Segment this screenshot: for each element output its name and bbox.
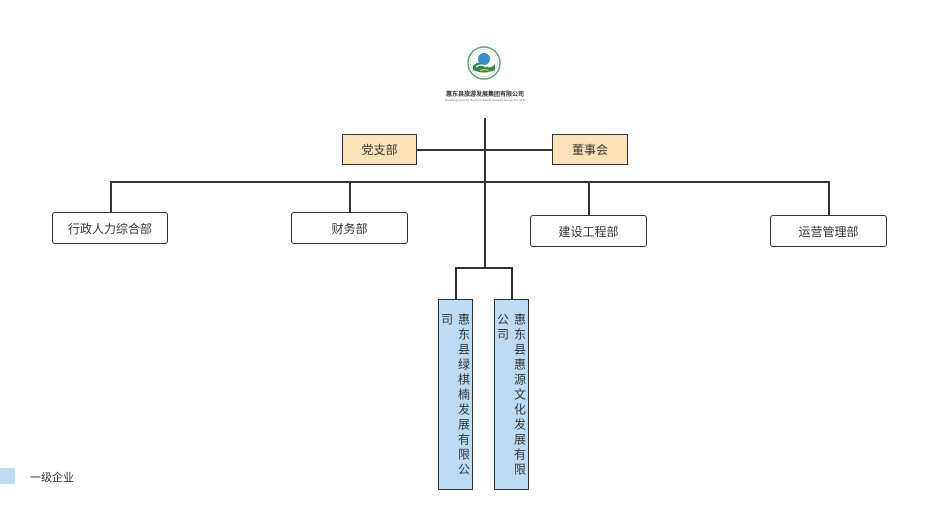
department-box-admin-hr: 行政人力综合部 — [52, 212, 168, 244]
department-bus-line — [110, 181, 829, 183]
department-drop-line-3 — [588, 181, 590, 216]
trunk-line — [484, 118, 486, 268]
legend-label: 一级企业 — [30, 471, 74, 484]
department-drop-line-2 — [349, 181, 351, 213]
department-box-operations: 运营管理部 — [770, 215, 887, 247]
subsidiary-drop-line-2 — [511, 267, 513, 300]
subsidiary-drop-line-1 — [455, 267, 457, 300]
department-label: 建设工程部 — [558, 224, 619, 239]
subsidiary-bus-line — [455, 267, 512, 269]
department-label: 行政人力综合部 — [67, 221, 152, 236]
company-name: 惠东县旅游发展集团有限公司 — [445, 91, 524, 98]
company-name-english: Huidong County Tourism Development Group… — [444, 98, 526, 102]
subsidiary-box-huiyuan: 惠东县惠源文化发展有限公司 — [494, 299, 529, 490]
party-branch-label: 党支部 — [361, 143, 398, 157]
legend-swatch — [0, 468, 15, 484]
company-logo-icon — [467, 46, 501, 80]
subsidiary-box-lvqinan: 惠东县绿棋楠发展有限公司 — [438, 299, 473, 490]
subsidiary-label: 惠东县惠源文化发展有限公司 — [495, 313, 527, 478]
department-drop-line-1 — [110, 181, 112, 213]
department-label: 运营管理部 — [798, 224, 859, 239]
board-of-directors-box: 董事会 — [552, 134, 628, 165]
department-box-construction: 建设工程部 — [530, 215, 647, 247]
party-branch-box: 党支部 — [342, 134, 417, 165]
department-drop-line-4 — [828, 181, 830, 216]
board-of-directors-label: 董事会 — [571, 143, 608, 157]
side-connector-line — [416, 149, 553, 151]
department-label: 财务部 — [331, 221, 368, 236]
department-box-finance: 财务部 — [291, 212, 408, 244]
subsidiary-label: 惠东县绿棋楠发展有限公司 — [439, 313, 471, 478]
